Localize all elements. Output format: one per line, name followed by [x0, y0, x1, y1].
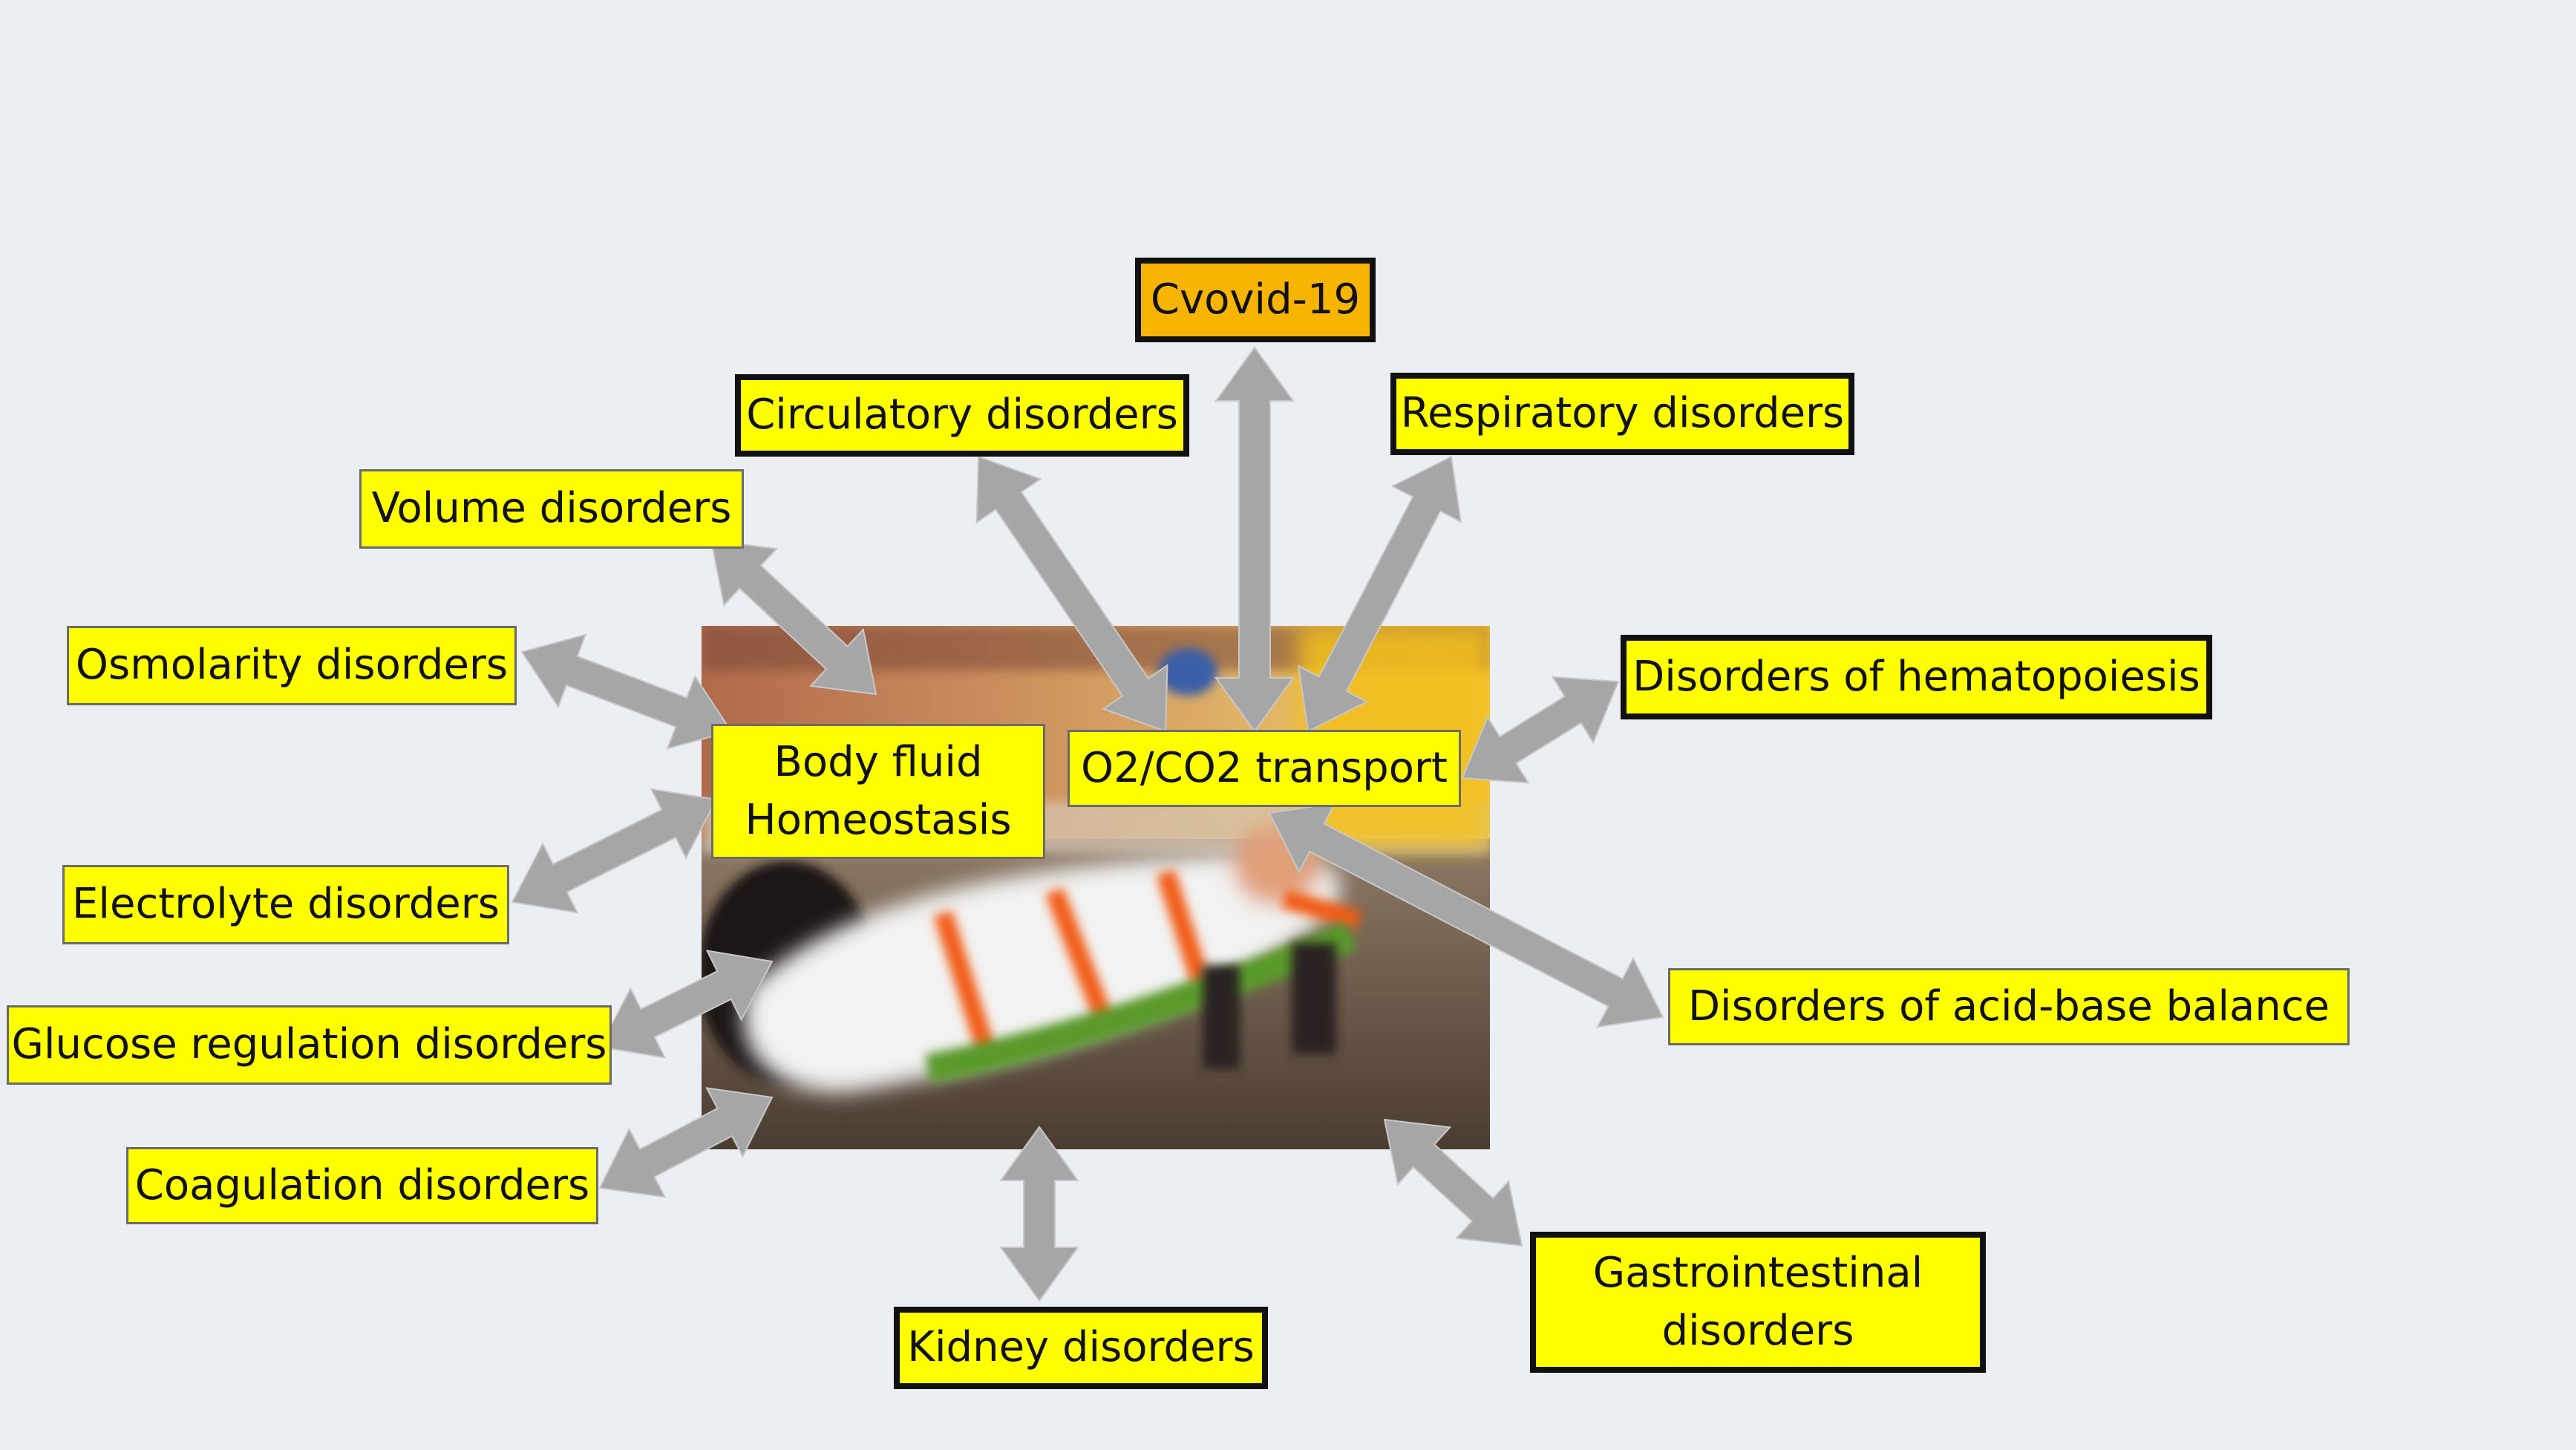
hub-o2-co2-transport: O2/CO2 transport [1068, 730, 1461, 807]
node-volume-disorders: Volume disorders [359, 469, 744, 549]
node-disorders-of-hematopoiesis: Disorders of hematopoiesis [1621, 635, 2212, 719]
node-coagulation-disorders: Coagulation disorders [126, 1147, 598, 1224]
hub-body-fluid-homeostasis: Body fluid Homeostasis [711, 724, 1045, 859]
node-gastrointestinal-disorders: Gastrointestinal disorders [1530, 1232, 1986, 1373]
node-respiratory-disorders: Respiratory disorders [1390, 373, 1854, 455]
node-covid-19: Cvovid-19 [1135, 258, 1376, 342]
node-circulatory-disorders: Circulatory disorders [735, 374, 1189, 457]
node-kidney-disorders: Kidney disorders [894, 1307, 1268, 1389]
node-disorders-of-acid-base-balance: Disorders of acid-base balance [1668, 968, 2350, 1045]
node-osmolarity-disorders: Osmolarity disorders [67, 626, 517, 705]
arrows-layer [511, 346, 1664, 1302]
arrow-volume [710, 539, 877, 696]
arrow-coagulation [598, 1087, 774, 1198]
arrow-acid-base [1268, 802, 1664, 1028]
node-electrolyte-disorders: Electrolyte disorders [62, 865, 509, 944]
arrow-glucose [598, 950, 774, 1059]
arrow-hematopoiesis [1461, 676, 1620, 784]
arrow-gastrointestinal [1383, 1118, 1523, 1247]
arrow-electrolyte [511, 788, 718, 914]
ambulance-stretcher-photo [702, 626, 1490, 1149]
arrow-osmolarity [520, 633, 733, 750]
arrow-kidney [999, 1126, 1079, 1302]
node-glucose-regulation-disorders: Glucose regulation disorders [7, 1005, 612, 1085]
